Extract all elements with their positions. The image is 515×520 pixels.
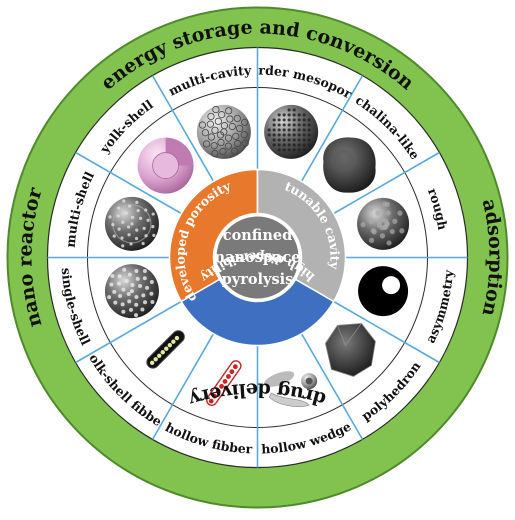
multi-shell-sphere-icon (104, 196, 159, 251)
yolk-shell-sphere-icon (137, 137, 194, 194)
rough-spiky-sphere-icon (357, 197, 410, 250)
segment-divider (75, 151, 182, 215)
segment-divider (300, 75, 364, 182)
core-title-line-1: confined (223, 227, 293, 244)
segment-divider (300, 333, 364, 440)
segment-divider (151, 75, 215, 182)
hollow-fiber-icon (206, 360, 242, 406)
core-circle (214, 214, 301, 301)
high-dispersibility-sector (180, 278, 335, 347)
segment-divider (75, 300, 182, 364)
property-ring (168, 168, 347, 347)
core-title-line-3: pyrolysis (222, 271, 294, 288)
chalina-like-sphere-icon (323, 137, 376, 193)
hollow-wedge-icon (263, 371, 318, 407)
multi-cavity-sphere-icon (196, 104, 251, 159)
polyhedron-icon (324, 323, 376, 377)
core-title-line-2: nanospace (215, 249, 301, 266)
developed-porosity-sector (168, 168, 259, 303)
single-shell-sphere-icon (104, 264, 159, 319)
tunable-cavity-sector (256, 168, 347, 303)
segment-dividers (47, 47, 468, 468)
segment-divider (333, 151, 440, 215)
segment-divider (151, 333, 215, 440)
ordered-mesoporous-sphere-icon (264, 104, 319, 159)
asymmetric-hollow-sphere-icon (358, 266, 409, 317)
yolk-shell-fiber-icon (146, 330, 185, 369)
morphology-icons (104, 104, 410, 407)
segment-divider (333, 300, 440, 364)
